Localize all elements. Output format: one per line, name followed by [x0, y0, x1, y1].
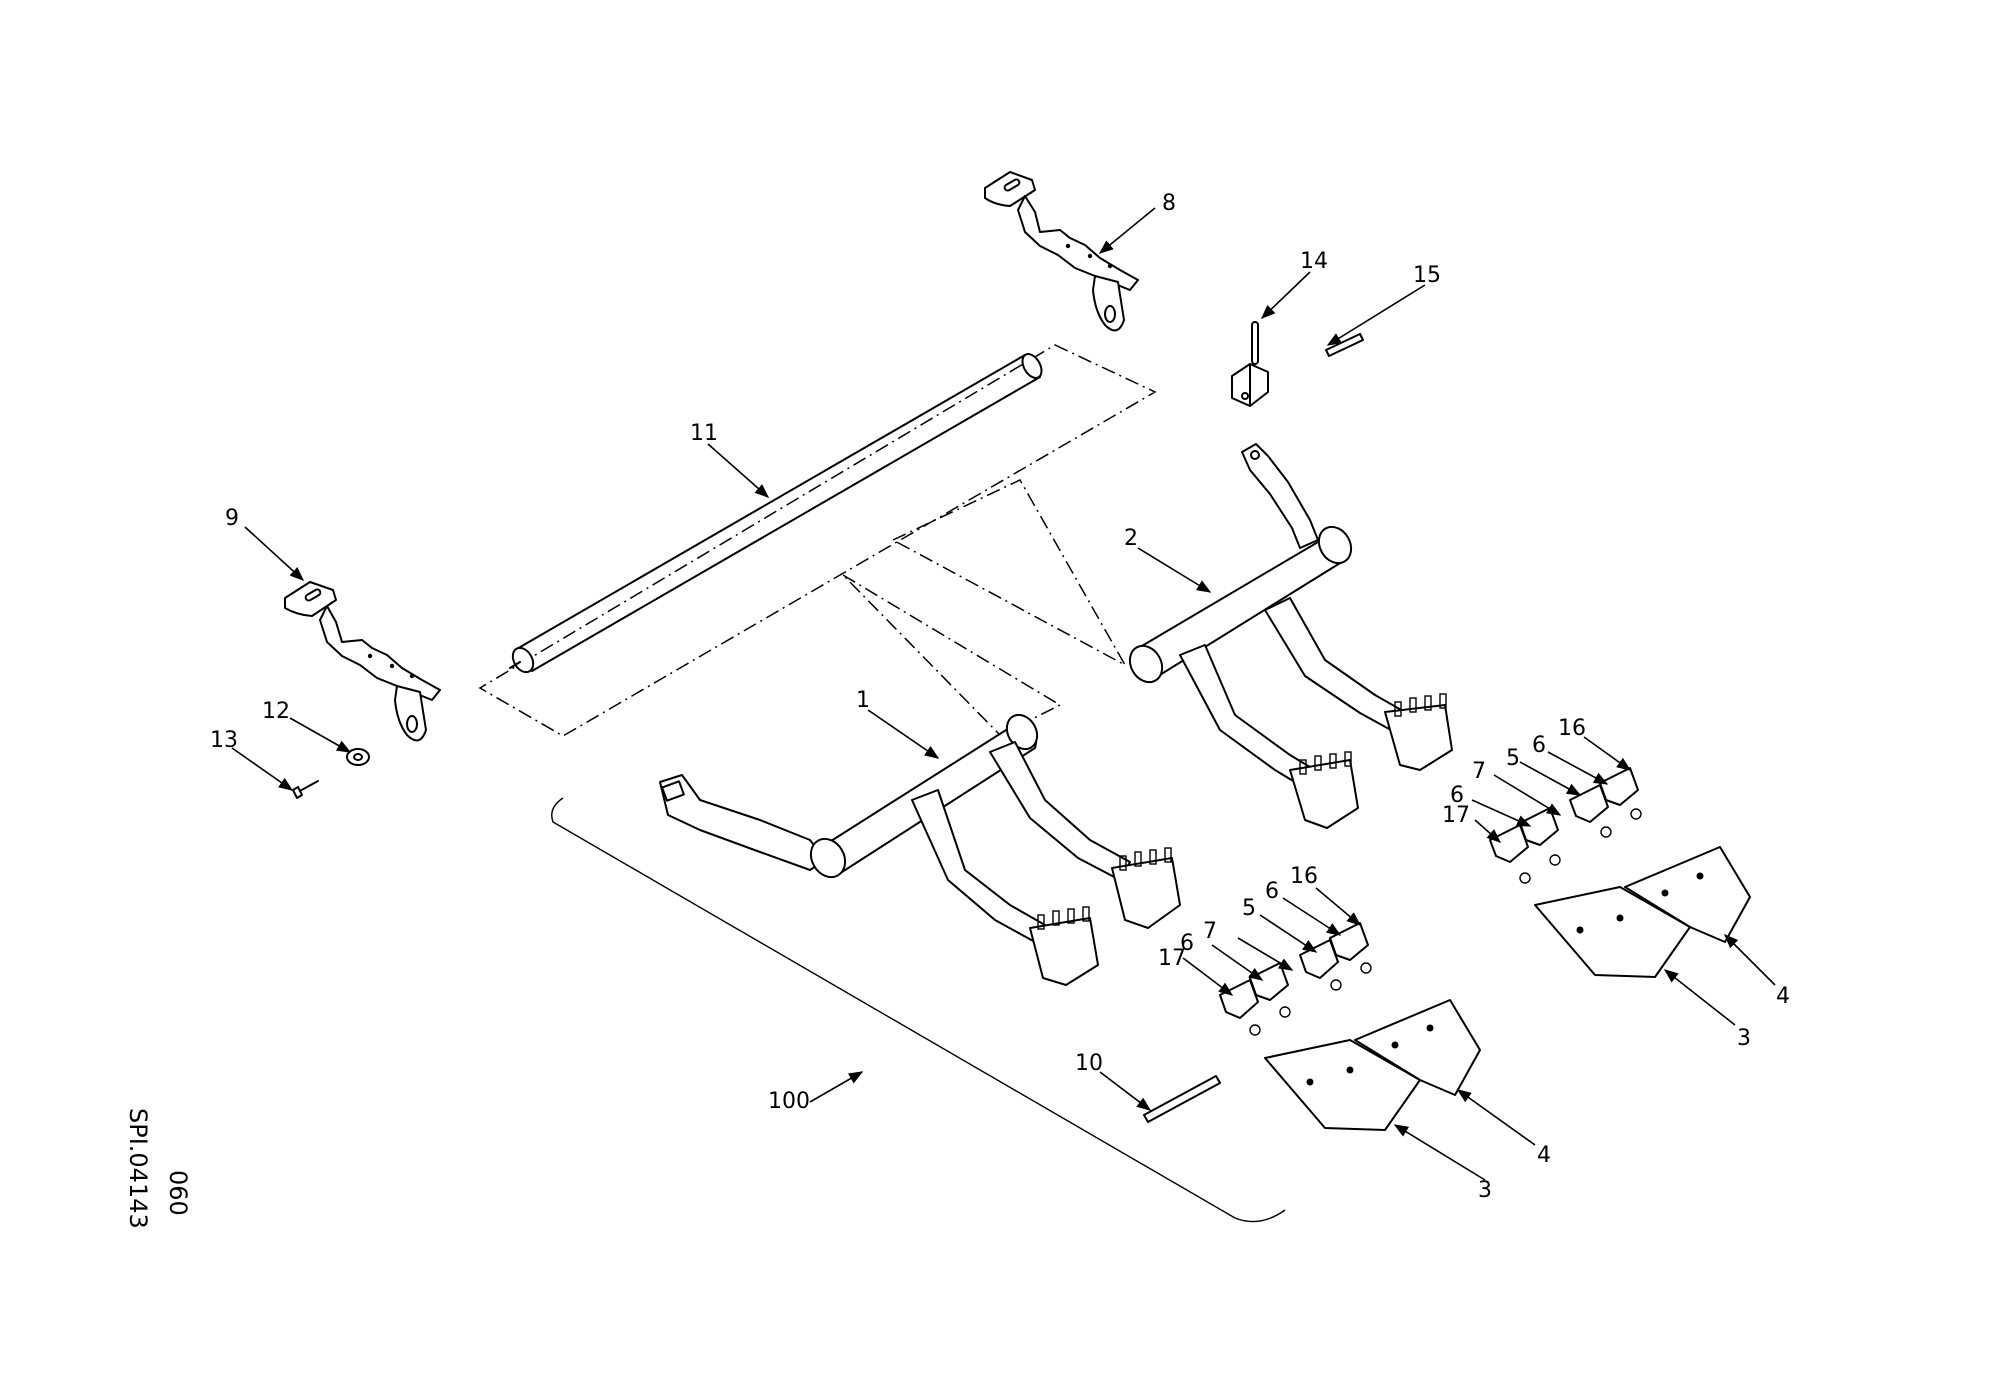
- shovel-pair-upper: [1534, 846, 1751, 978]
- alignment-box-arm-2: [891, 479, 1127, 667]
- callout-17-upper: 17: [1442, 803, 1470, 828]
- callout-8: 8: [1162, 191, 1176, 216]
- shovel-pair-lower: [1264, 999, 1481, 1131]
- callout-14: 14: [1300, 249, 1328, 274]
- callout-100: 100: [768, 1089, 810, 1114]
- bracket-left: [284, 581, 441, 742]
- callout-4-lower: 4: [1537, 1143, 1551, 1168]
- callout-15: 15: [1413, 263, 1441, 288]
- callout-16-lower: 16: [1290, 864, 1318, 889]
- callout-1: 1: [856, 688, 870, 713]
- drawing-subcode: 060: [164, 1170, 192, 1216]
- callout-6-lower-a: 6: [1180, 931, 1194, 956]
- callout-16-upper: 16: [1558, 716, 1586, 741]
- bracket-upper: [984, 171, 1139, 332]
- shaft-part: [509, 353, 1043, 674]
- washer-part: [346, 748, 370, 766]
- callout-labels: 8 14 15 11 9 2 1 12 13 10 100 17 6 7 5 6…: [210, 191, 1790, 1203]
- callout-13: 13: [210, 728, 238, 753]
- screw-part: [292, 780, 319, 799]
- drawing-code: SPI.04143: [124, 1108, 152, 1229]
- arm-assembly-right: [1128, 443, 1453, 829]
- pin-part-lower: [1143, 1075, 1221, 1123]
- callout-11: 11: [690, 421, 718, 446]
- callout-3-lower: 3: [1478, 1178, 1492, 1203]
- tine-tip-set-upper: [1489, 767, 1642, 884]
- assembly-outline: [551, 797, 1286, 1223]
- callout-2: 2: [1124, 526, 1138, 551]
- callout-6-lower-b: 6: [1265, 879, 1279, 904]
- callout-3-upper: 3: [1737, 1026, 1751, 1051]
- callout-9: 9: [225, 506, 239, 531]
- callout-4-upper: 4: [1776, 984, 1790, 1009]
- callout-7-upper: 7: [1472, 759, 1486, 784]
- callout-5-lower: 5: [1242, 896, 1256, 921]
- arm-assembly-left: [659, 713, 1181, 986]
- callout-6-upper-b: 6: [1532, 733, 1546, 758]
- callout-17-lower: 17: [1158, 946, 1186, 971]
- callout-10: 10: [1075, 1051, 1103, 1076]
- pin-part-upper: [1325, 333, 1364, 357]
- alignment-box-arm-1: [842, 574, 1062, 736]
- clevis-part: [1231, 321, 1269, 407]
- callout-5-upper: 5: [1506, 746, 1520, 771]
- callout-7-lower: 7: [1203, 919, 1217, 944]
- leader-lines: [231, 207, 1776, 1181]
- callout-6-upper-a: 6: [1450, 783, 1464, 808]
- tine-tip-set-lower: [1219, 922, 1372, 1036]
- callout-12: 12: [262, 699, 290, 724]
